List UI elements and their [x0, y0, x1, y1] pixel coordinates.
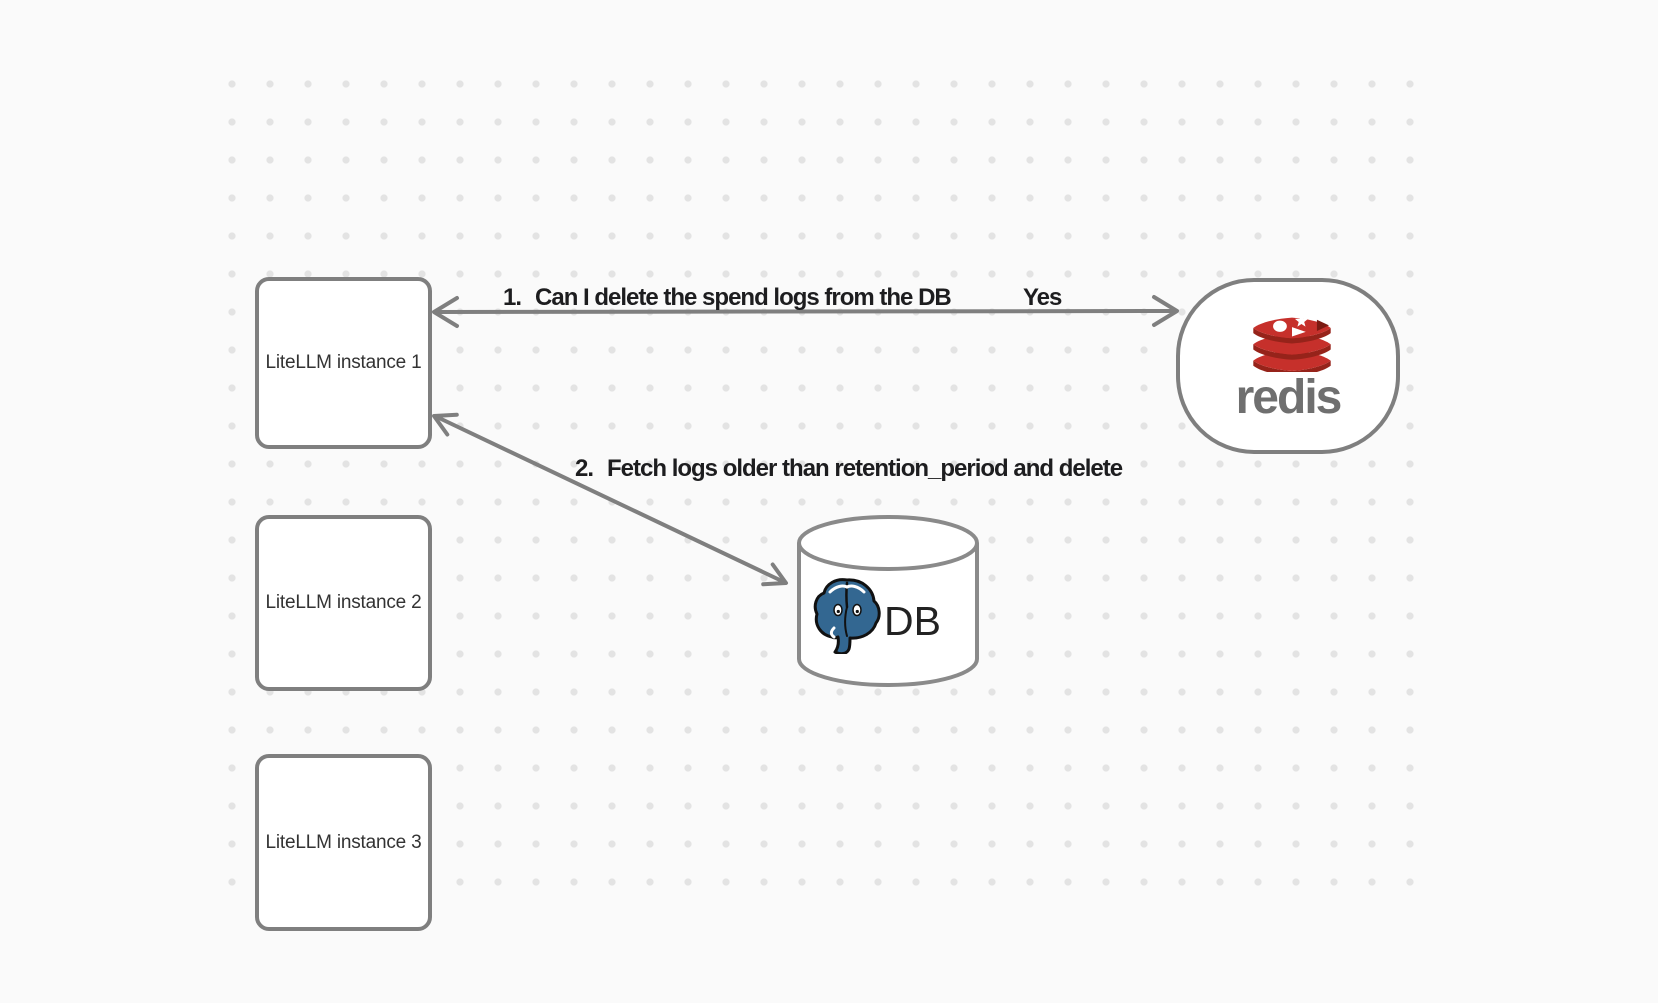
arrow-1-text: Can I delete the spend logs from the DB: [535, 284, 952, 311]
arrow-2-number: 2.: [575, 455, 594, 482]
postgresql-elephant-icon: [813, 578, 881, 654]
node-litellm-instance-2: LiteLLM instance 2: [255, 515, 432, 691]
node-litellm-instance-1: LiteLLM instance 1: [255, 277, 432, 449]
node-litellm-instance-3: LiteLLM instance 3: [255, 754, 432, 931]
node-database: DB: [795, 511, 981, 691]
node-redis: redis: [1176, 278, 1400, 454]
arrow-1-response: Yes: [1023, 284, 1062, 311]
redis-wordmark: redis: [1235, 371, 1343, 424]
arrow-2-label: 2. Fetch logs older than retention_perio…: [575, 455, 1123, 483]
arrow-2-text: Fetch logs older than retention_period a…: [607, 455, 1123, 482]
node-label: LiteLLM instance 2: [265, 592, 422, 613]
db-label: DB: [884, 598, 941, 644]
arrow-1-label: 1. Can I delete the spend logs from the …: [503, 284, 952, 312]
arrow-1-number: 1.: [503, 284, 522, 311]
node-label: LiteLLM instance 1: [265, 352, 422, 373]
redis-logo-icon: [1253, 314, 1331, 372]
node-label: LiteLLM instance 3: [265, 831, 422, 853]
